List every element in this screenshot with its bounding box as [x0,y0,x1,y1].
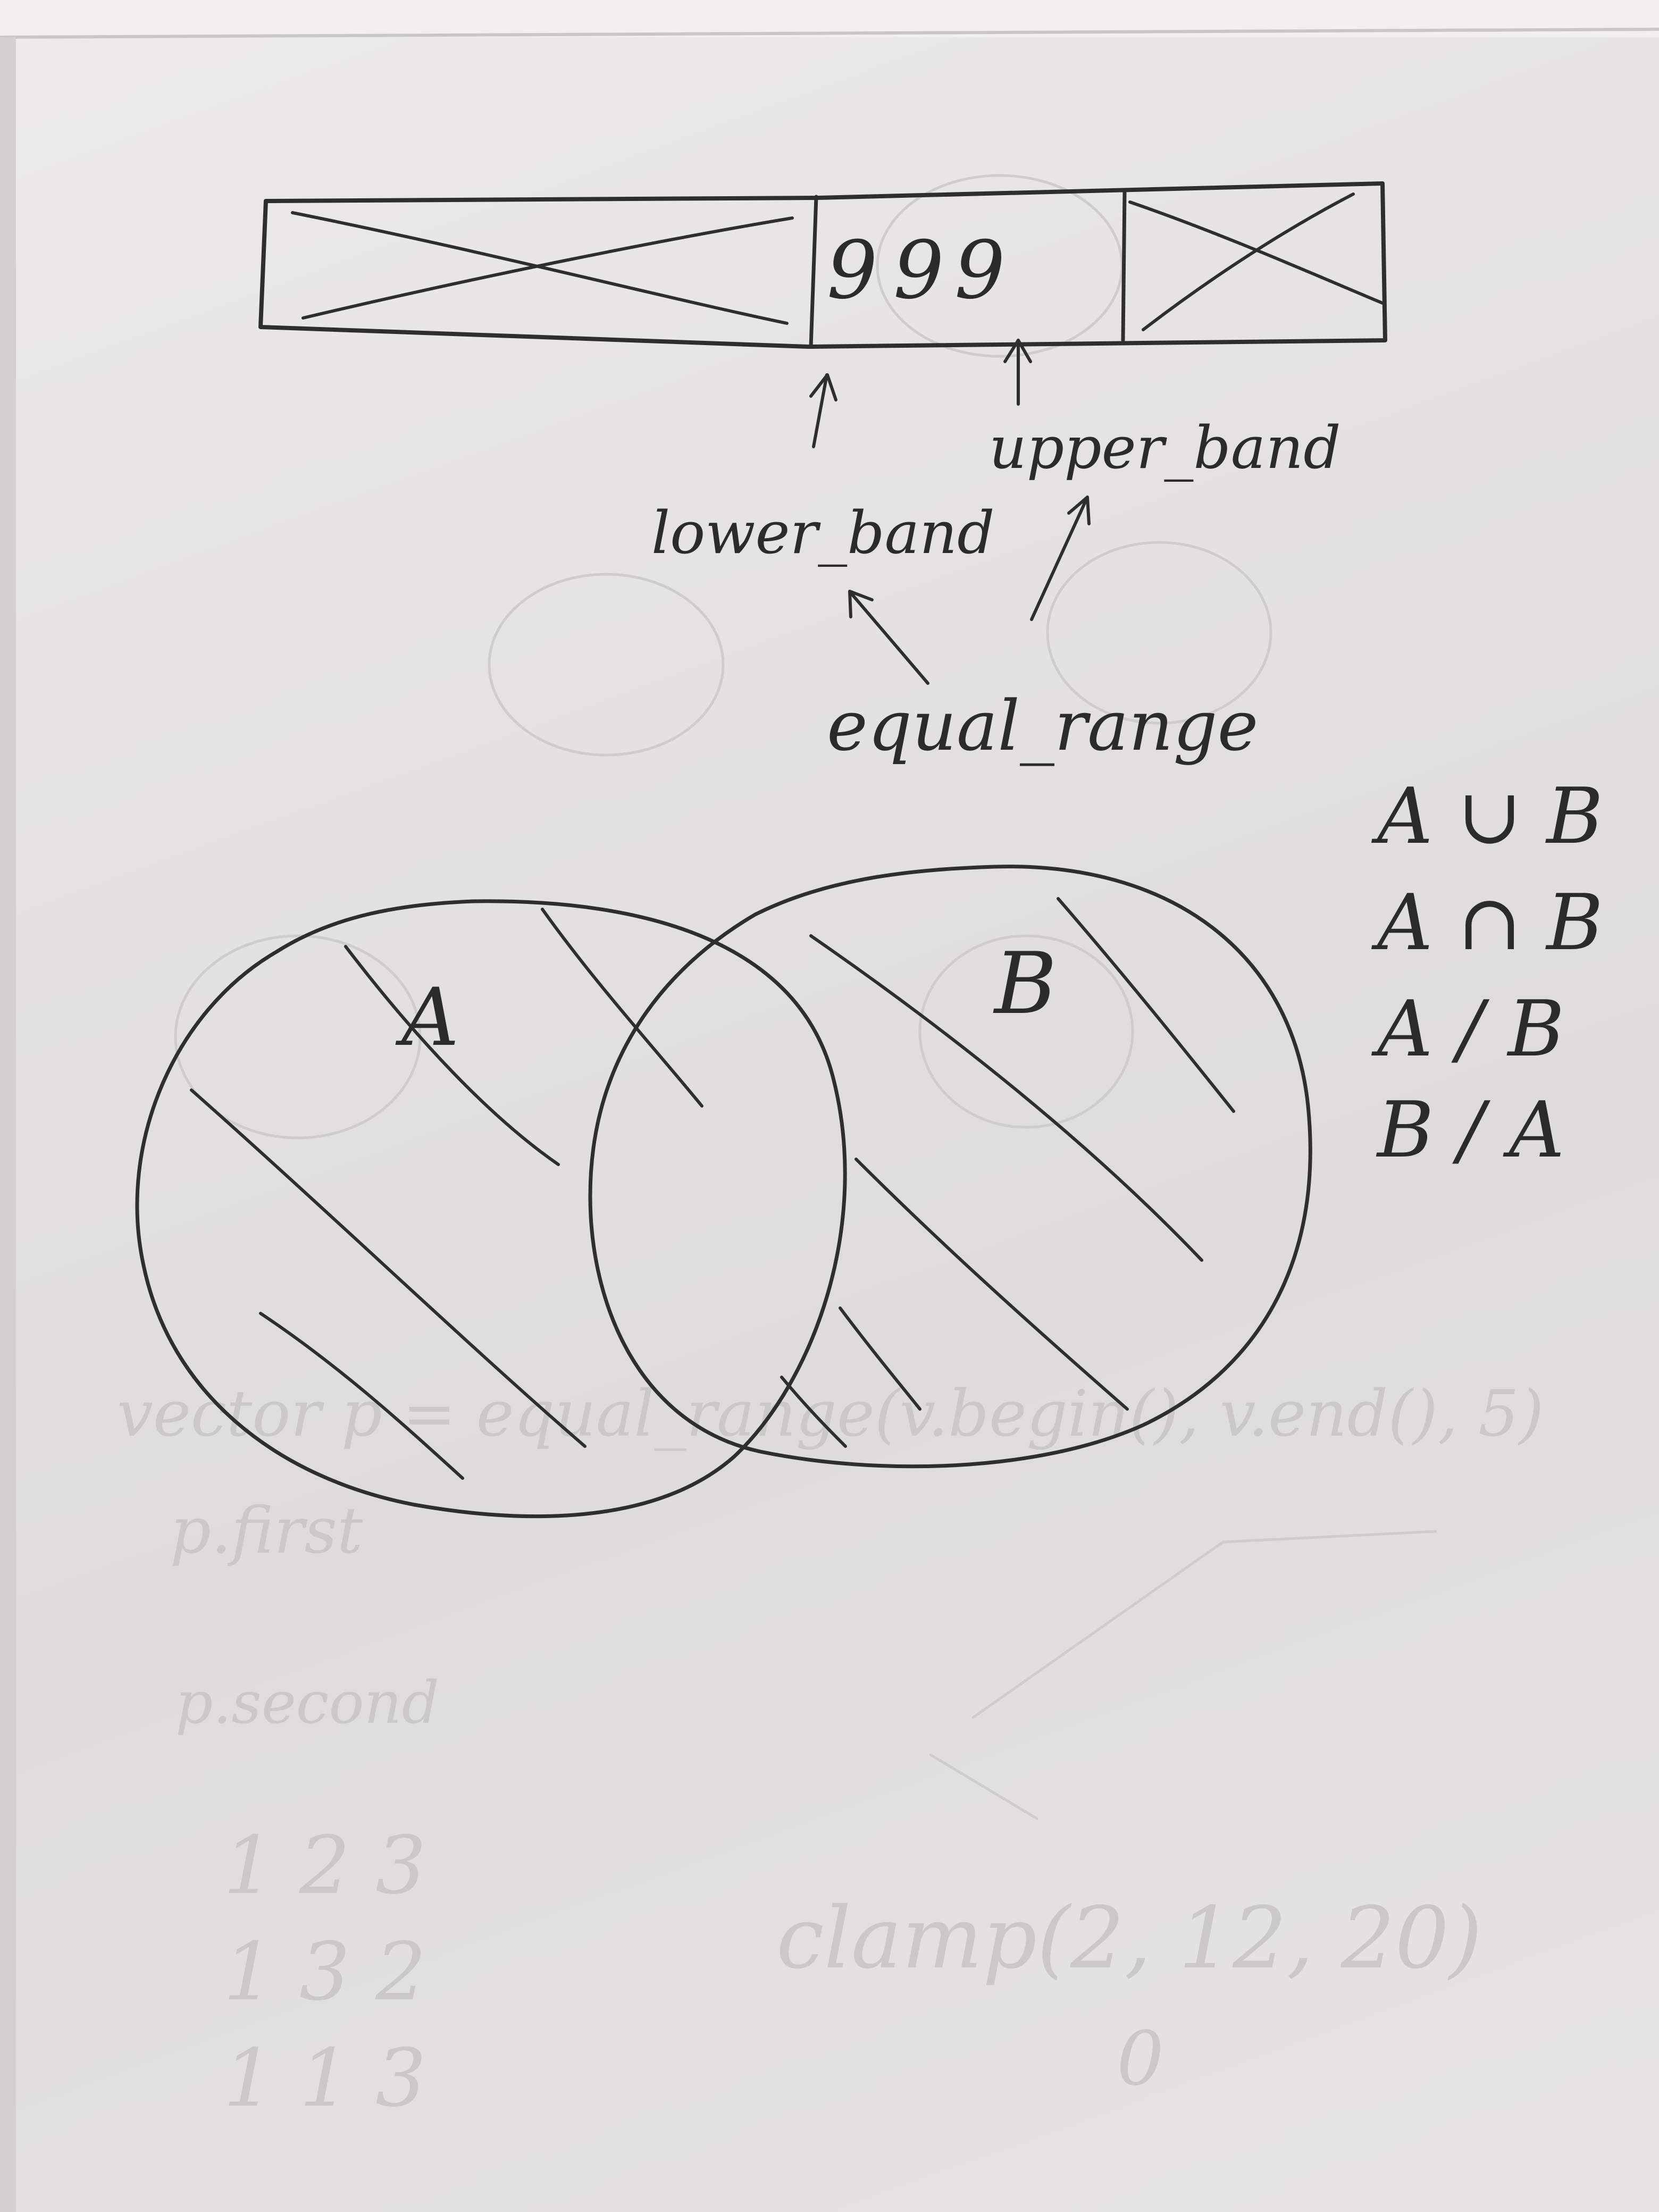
hatch-line [780,1376,847,1448]
set-a-circle [135,899,847,1519]
ghost-circle [488,573,725,757]
crossed-out-block-left [291,195,818,349]
arrow-head [809,373,837,401]
cross-line [1142,192,1355,331]
set-b-hatching [780,897,1235,1448]
ghost-text-clamp: clamp(2, 12, 20) [776,1888,1482,1988]
arrow-head [1003,339,1032,363]
arrow-head [1067,496,1091,525]
ghost-circle [918,934,1134,1129]
ghost-text-row1: 1 2 3 [223,1820,426,1912]
ghost-writing: vector p = equal_range(v.begin(), v.end(… [117,1377,1544,2125]
array-diagram: 9 9 9 [258,181,1387,349]
ghost-text-line2: p.first [170,1494,363,1568]
hatch-line [1057,897,1235,1113]
ghost-text-line1: vector p = equal_range(v.begin(), v.end(… [117,1377,1544,1451]
array-divider [1121,190,1127,342]
array-outline [258,181,1387,349]
operation-intersection: A ∩ B [1371,878,1603,968]
hatch-line [259,1312,464,1480]
lower-band-arrow [809,373,837,448]
ghost-circle [1046,541,1272,725]
set-a-label: A [395,971,459,1064]
arrow-shaft [1030,496,1089,621]
set-b-label: B [993,934,1057,1033]
ghost-text-row2: 1 3 2 [223,1926,426,2018]
venn-diagram: A B [135,865,1312,1519]
hatch-line [344,945,560,1166]
hatch-line [541,908,703,1108]
arrow-shaft [849,591,929,685]
paper-left-edge [0,37,16,2212]
crossed-out-block-right [1121,190,1384,342]
array-cell-value: 9 [893,224,944,317]
hatch-line [190,1088,586,1448]
ghost-line [971,1530,1437,1719]
ghost-text-zero: 0 [1117,2016,1164,2102]
ghost-text-row3: 1 1 3 [223,2032,426,2125]
array-cell-value: 9 [827,224,877,317]
arrow-shaft [812,373,828,448]
hatch-line [809,934,1203,1262]
ghost-circle [876,174,1124,358]
set-a-hatching [190,908,703,1480]
equal-to-upper-arrow [1030,496,1091,621]
set-operations-list: A ∪ B A ∩ B A / B B / A [1371,772,1603,1175]
ghost-line [929,1753,1038,1820]
hatch-line [854,1158,1129,1411]
equal-range-label: equal_range [827,685,1258,766]
ghost-text-line3: p.second [175,1669,439,1737]
lower-band-label: lower_band [651,499,995,567]
operation-union: A ∪ B [1371,772,1603,861]
equal-to-lower-arrow [848,590,929,685]
cross-line [1128,200,1384,305]
upper-band-label: upper_band [989,414,1341,482]
cross-line [291,211,789,325]
paper-fold-line [0,28,1659,39]
operation-a-minus-b: A / B [1371,984,1564,1074]
hatch-line [839,1306,921,1411]
array-divider [809,195,818,349]
array-cell-value: 9 [954,224,1005,317]
arrow-head [848,590,874,618]
set-b-circle [588,865,1312,1469]
cross-line [301,216,794,320]
operation-b-minus-a: B / A [1376,1085,1564,1175]
upper-band-arrow [1003,339,1032,406]
